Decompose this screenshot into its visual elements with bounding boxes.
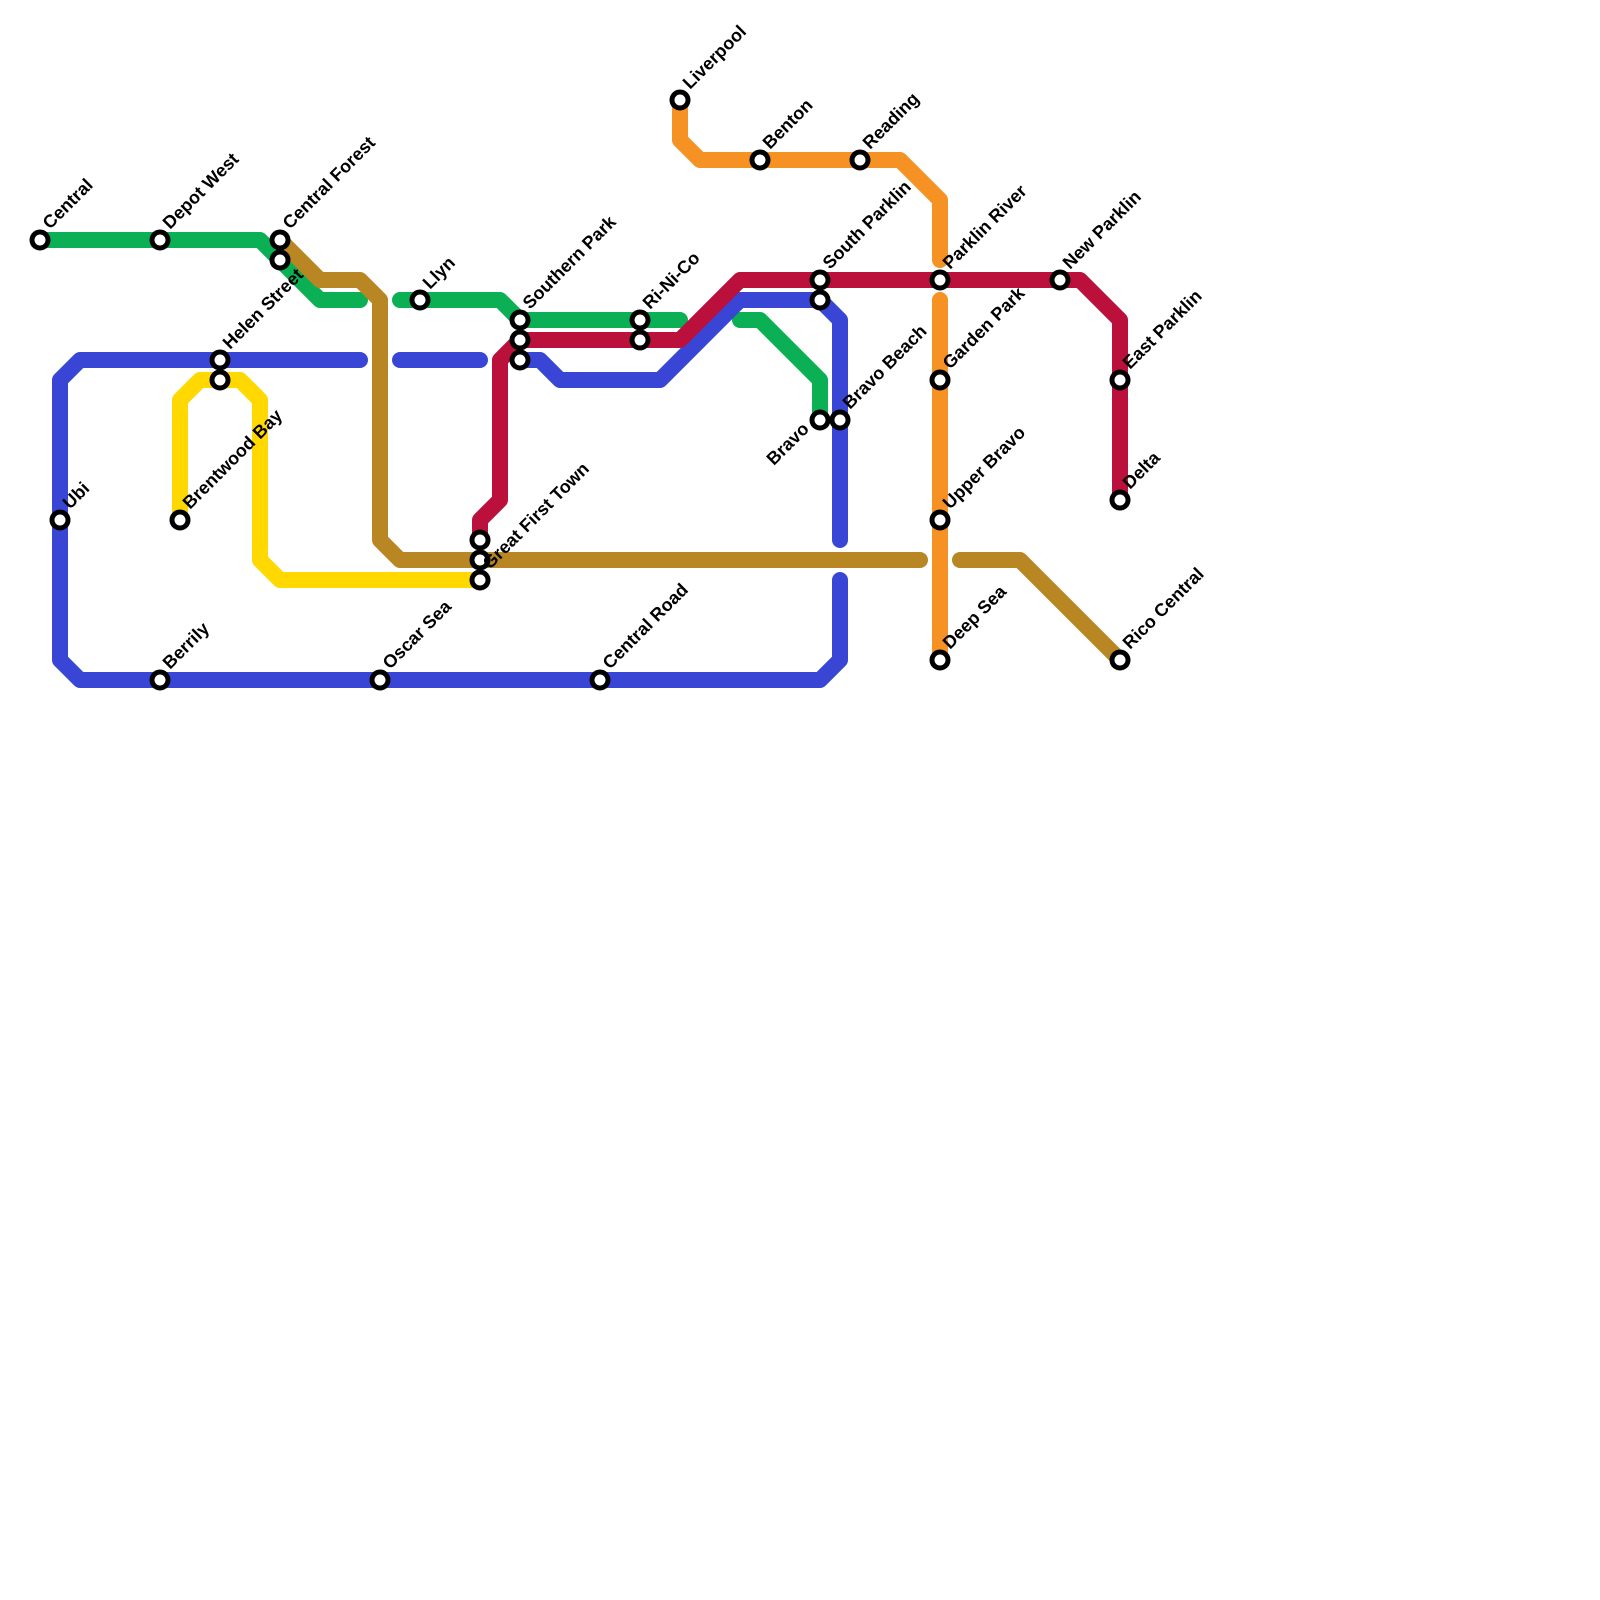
- station-berrily-marker[interactable]: [149, 669, 171, 691]
- station-label-central: Central: [39, 175, 97, 233]
- green-line-route: [732, 312, 828, 428]
- station-label-depot-west: Depot West: [159, 149, 243, 233]
- station-deep-sea-marker[interactable]: [929, 649, 951, 671]
- station-label-rico-central: Rico Central: [1119, 564, 1208, 653]
- station-southern-park-marker[interactable]: [509, 309, 531, 331]
- yellow-line-route: [172, 372, 488, 588]
- station-label-south-parklin: South Parklin: [819, 177, 915, 273]
- station-great-first-town-marker[interactable]: [469, 569, 491, 591]
- station-label-east-parklin: East Parklin: [1119, 286, 1206, 373]
- route-lines: [32, 92, 1128, 688]
- station-ri-ni-co-marker[interactable]: [629, 329, 651, 351]
- station-label-bravo: Bravo: [763, 419, 813, 469]
- station-label-oscar-sea: Oscar Sea: [379, 596, 456, 673]
- station-label-liverpool: Liverpool: [679, 21, 750, 92]
- station-label-new-parklin: New Parklin: [1059, 187, 1145, 273]
- red-line-route: [472, 272, 1128, 548]
- station-bravo-beach-marker[interactable]: [829, 409, 851, 431]
- station-central-forest-marker[interactable]: [269, 229, 291, 251]
- station-label-garden-park: Garden Park: [939, 282, 1030, 373]
- station-markers: [29, 89, 1131, 691]
- station-ri-ni-co-marker[interactable]: [629, 309, 651, 331]
- station-label-ri-ni-co: Ri-Ni-Co: [639, 248, 704, 313]
- station-label-upper-bravo: Upper Bravo: [939, 422, 1030, 513]
- station-brentwood-bay-marker[interactable]: [169, 509, 191, 531]
- station-ubi-marker[interactable]: [49, 509, 71, 531]
- station-label-central-forest: Central Forest: [279, 132, 379, 232]
- station-garden-park-marker[interactable]: [929, 369, 951, 391]
- station-helen-street-marker[interactable]: [209, 349, 231, 371]
- brown-line-route: [952, 552, 1128, 668]
- station-helen-street-marker[interactable]: [209, 369, 231, 391]
- station-oscar-sea-marker[interactable]: [369, 669, 391, 691]
- station-liverpool-marker[interactable]: [669, 89, 691, 111]
- station-label-llyn: Llyn: [419, 253, 459, 293]
- station-southern-park-marker[interactable]: [509, 329, 531, 351]
- station-label-southern-park: Southern Park: [519, 211, 621, 313]
- green-line-route: [392, 292, 688, 328]
- station-label-bravo-beach: Bravo Beach: [839, 321, 931, 413]
- station-label-parklin-river: Parklin River: [939, 181, 1031, 273]
- station-depot-west-marker[interactable]: [149, 229, 171, 251]
- station-bravo-marker[interactable]: [809, 409, 831, 431]
- orange-line-route: [672, 92, 948, 268]
- station-label-deep-sea: Deep Sea: [939, 581, 1011, 653]
- blue-line-route: [52, 352, 848, 688]
- station-label-helen-street: Helen Street: [219, 264, 307, 352]
- station-delta-marker[interactable]: [1109, 489, 1131, 511]
- station-central-marker[interactable]: [29, 229, 51, 251]
- station-south-parklin-marker[interactable]: [809, 269, 831, 291]
- station-rico-central-marker[interactable]: [1109, 649, 1131, 671]
- station-label-benton: Benton: [759, 95, 817, 153]
- station-south-parklin-marker[interactable]: [809, 289, 831, 311]
- station-central-forest-marker[interactable]: [269, 249, 291, 271]
- station-central-road-marker[interactable]: [589, 669, 611, 691]
- station-benton-marker[interactable]: [749, 149, 771, 171]
- station-southern-park-marker[interactable]: [509, 349, 531, 371]
- station-label-berrily: Berrily: [159, 618, 213, 672]
- brown-line-route: [272, 232, 928, 568]
- station-llyn-marker[interactable]: [409, 289, 431, 311]
- station-great-first-town-marker[interactable]: [469, 549, 491, 571]
- station-parklin-river-marker[interactable]: [929, 269, 951, 291]
- blue-line-route: [512, 292, 848, 548]
- station-east-parklin-marker[interactable]: [1109, 369, 1131, 391]
- station-label-brentwood-bay: Brentwood Bay: [179, 405, 286, 512]
- station-great-first-town-marker[interactable]: [469, 529, 491, 551]
- station-label-reading: Reading: [859, 88, 923, 152]
- station-new-parklin-marker[interactable]: [1049, 269, 1071, 291]
- station-label-central-road: Central Road: [599, 579, 692, 672]
- station-reading-marker[interactable]: [849, 149, 871, 171]
- station-upper-bravo-marker[interactable]: [929, 509, 951, 531]
